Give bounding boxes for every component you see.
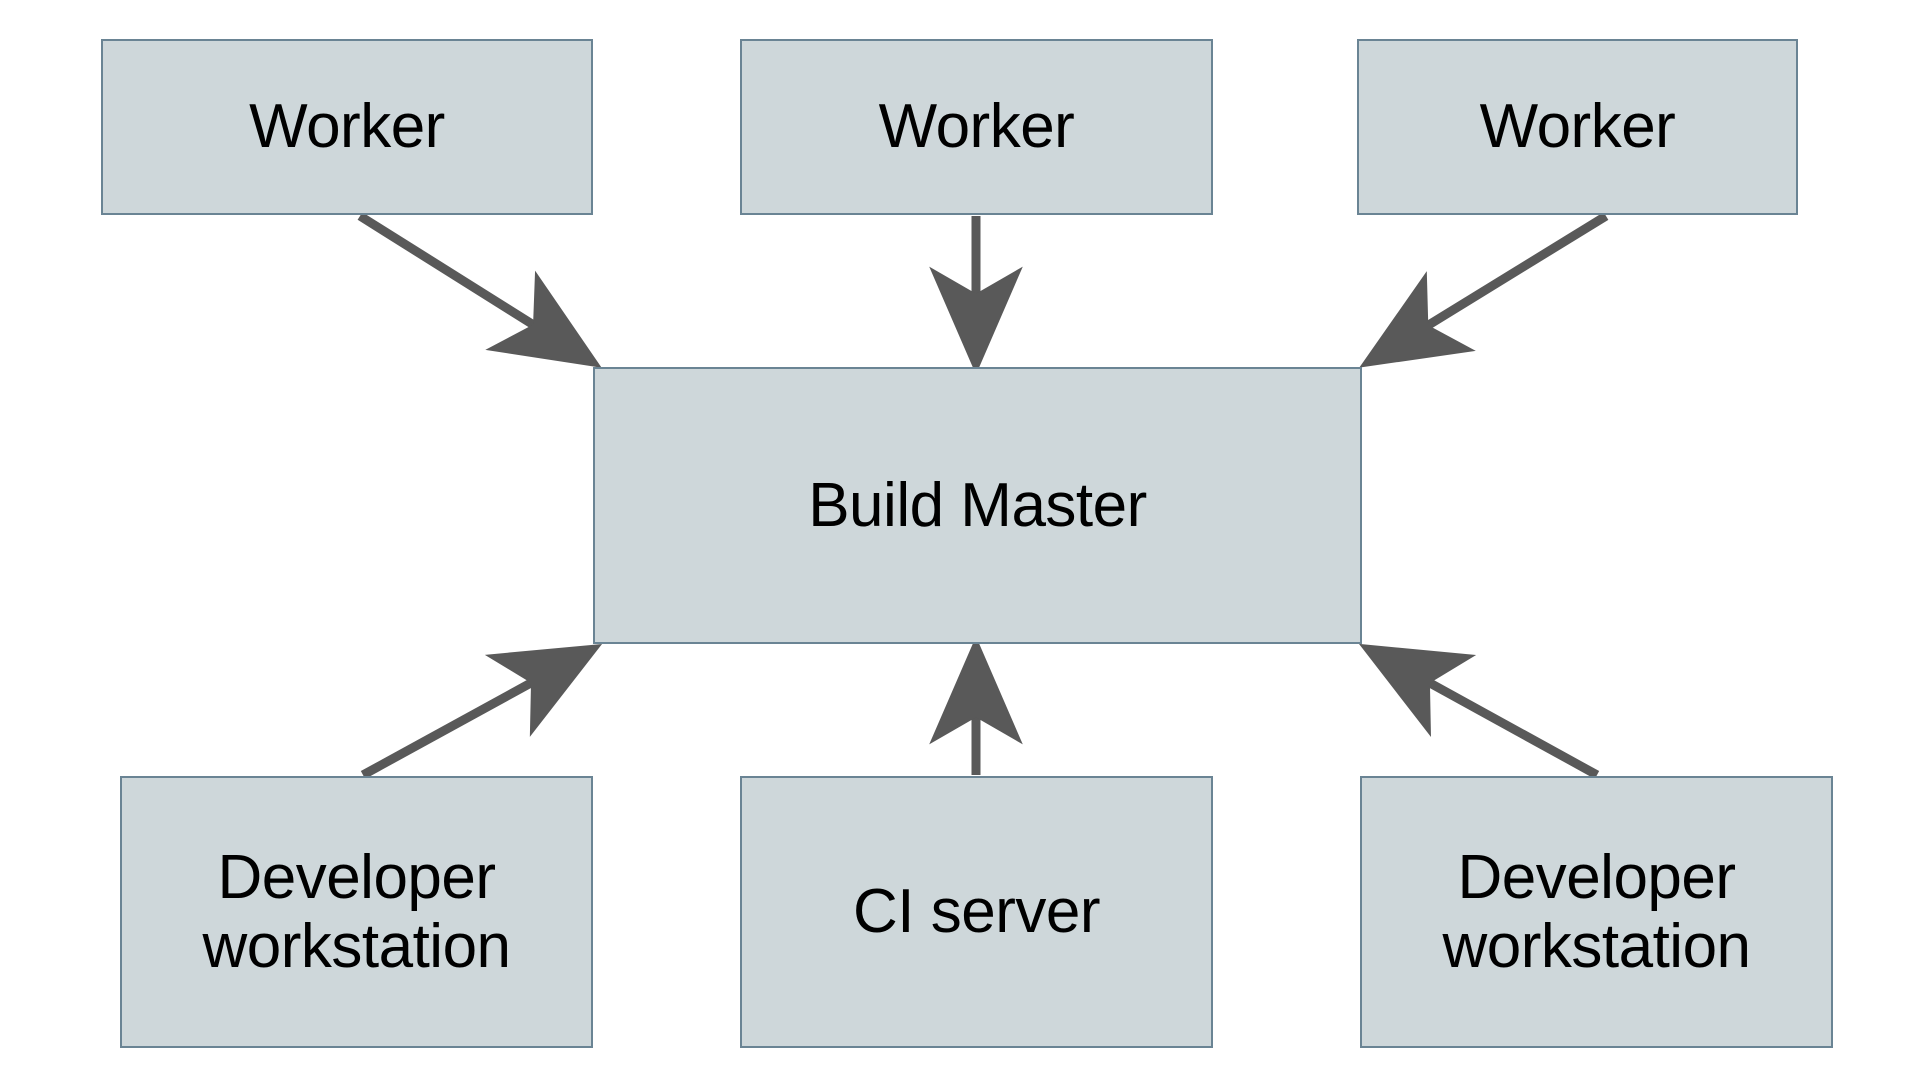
node-ci-server-label: CI server (853, 877, 1100, 947)
node-developer-workstation-1-label: Developer workstation (202, 842, 511, 981)
node-ci-server[interactable]: CI server (740, 776, 1213, 1048)
edge-dev-ws-1-to-build-master (360, 643, 603, 779)
node-worker-3-label: Worker (1479, 92, 1676, 162)
node-worker-1[interactable]: Worker (101, 39, 593, 215)
edge-dev-ws-2-to-build-master (1358, 643, 1600, 779)
node-build-master[interactable]: Build Master (593, 367, 1362, 644)
node-worker-2[interactable]: Worker (740, 39, 1213, 215)
node-build-master-label: Build Master (808, 470, 1147, 540)
node-worker-3[interactable]: Worker (1357, 39, 1798, 215)
node-developer-workstation-2-label: Developer workstation (1442, 842, 1751, 981)
node-developer-workstation-1[interactable]: Developer workstation (120, 776, 593, 1048)
node-worker-1-label: Worker (249, 92, 445, 162)
node-worker-2-label: Worker (878, 92, 1075, 162)
edge-worker-3-to-build-master (1359, 212, 1609, 368)
edge-worker-1-to-build-master (357, 212, 602, 368)
node-developer-workstation-2[interactable]: Developer workstation (1360, 776, 1833, 1048)
